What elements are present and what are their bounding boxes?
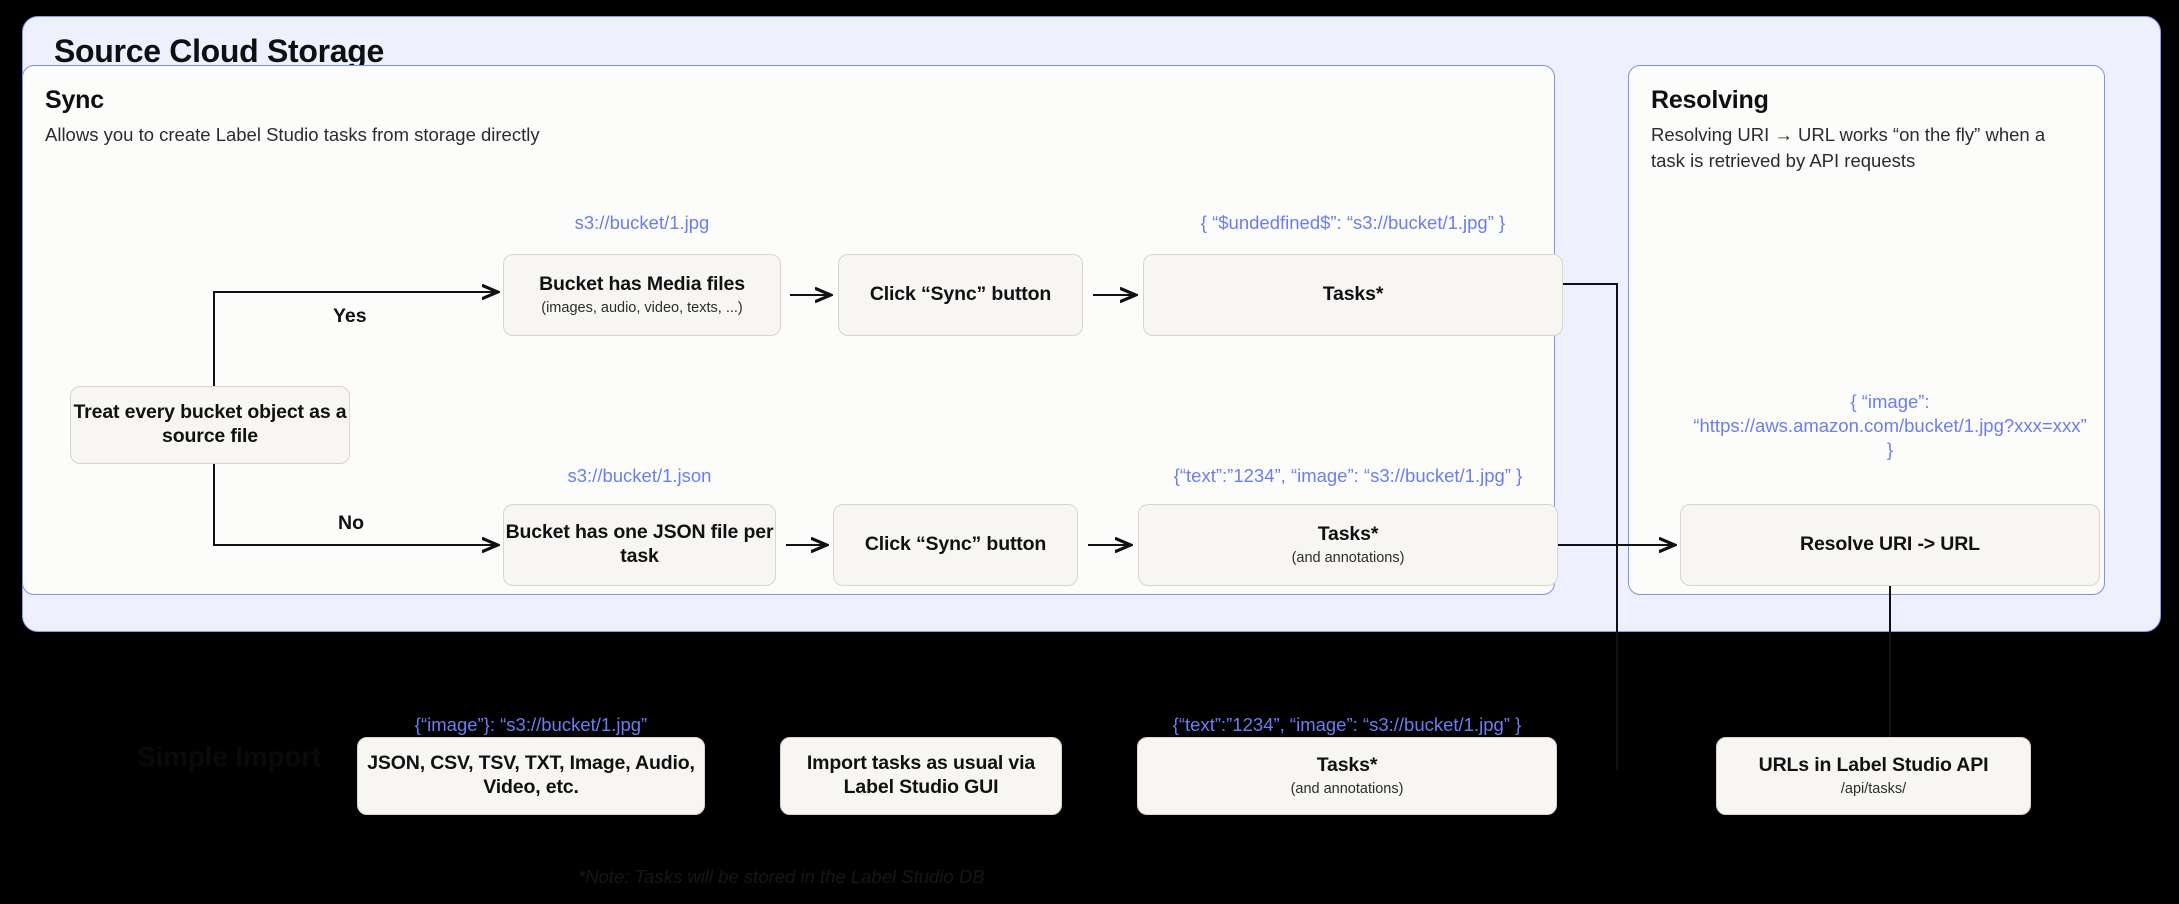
node-sublabel: /api/tasks/ [1840, 780, 1907, 797]
sync-card-title: Sync [45, 86, 104, 114]
node-label: Resolve URI -> URL [1800, 533, 1980, 556]
node-import-tasks-via-gui[interactable]: Import tasks as usual via Label Studio G… [780, 737, 1062, 815]
node-supported-formats[interactable]: JSON, CSV, TSV, TXT, Image, Audio, Video… [357, 737, 705, 815]
node-label: Tasks* [1316, 753, 1378, 776]
resolving-card-subtitle: Resolving URI → URL works “on the fly” w… [1651, 124, 2046, 172]
node-tasks-yes[interactable]: Tasks* [1143, 254, 1563, 336]
node-sublabel: (images, audio, video, texts, ...) [541, 299, 743, 316]
node-urls-in-label-studio-api[interactable]: URLs in Label Studio API /api/tasks/ [1716, 737, 2031, 815]
node-sublabel: (and annotations) [1290, 780, 1404, 797]
annotation-s3-jpg-uri: s3://bucket/1.jpg [574, 212, 710, 233]
node-bucket-has-media-files[interactable]: Bucket has Media files (images, audio, v… [503, 254, 781, 336]
node-label: JSON, CSV, TSV, TXT, Image, Audio, Video… [367, 752, 695, 798]
annotation-resolved-url: { “image”: “https://aws.amazon.com/bucke… [1693, 391, 2087, 461]
footnote: *Note: Tasks will be stored in the Label… [578, 866, 985, 887]
node-click-sync-button-yes[interactable]: Click “Sync” button [838, 254, 1083, 336]
branch-label-no: No [338, 512, 364, 534]
node-label: Click “Sync” button [864, 533, 1047, 556]
sync-card-subtitle: Allows you to create Label Studio tasks … [45, 124, 540, 145]
annotation-image-payload: {“image”}: “s3://bucket/1.jpg” [414, 714, 648, 735]
node-label: Bucket has Media files [539, 272, 745, 295]
node-click-sync-button-no[interactable]: Click “Sync” button [833, 504, 1078, 586]
node-treat-bucket-object[interactable]: Treat every bucket object as a source fi… [70, 386, 350, 464]
node-label: Bucket has one JSON file per task [505, 521, 774, 567]
branch-label-yes: Yes [333, 305, 367, 327]
node-bucket-has-json-per-task[interactable]: Bucket has one JSON file per task [503, 504, 776, 586]
node-label: URLs in Label Studio API [1758, 753, 1989, 776]
simple-import-title: Simple Import [137, 741, 322, 772]
node-tasks-imported[interactable]: Tasks* (and annotations) [1137, 737, 1557, 815]
node-label: Tasks* [1317, 522, 1379, 545]
node-label: Treat every bucket object as a source fi… [73, 401, 347, 447]
node-label: Click “Sync” button [869, 283, 1052, 306]
annotation-s3-json-uri: s3://bucket/1.json [567, 465, 712, 486]
annotation-undefined-payload: { “$undedfined$”: “s3://bucket/1.jpg” } [1200, 212, 1506, 233]
node-resolve-uri-to-url[interactable]: Resolve URI -> URL [1680, 504, 2100, 586]
node-label: Import tasks as usual via Label Studio G… [806, 752, 1036, 798]
annotation-import-payload: {“text”:”1234”, “image”: “s3://bucket/1.… [1172, 714, 1522, 735]
node-sublabel: (and annotations) [1291, 549, 1405, 566]
node-tasks-no[interactable]: Tasks* (and annotations) [1138, 504, 1558, 586]
resolving-card-title: Resolving [1651, 86, 1769, 114]
page-title: Source Cloud Storage [54, 33, 385, 69]
annotation-task-payload: {“text”:”1234”, “image”: “s3://bucket/1.… [1173, 465, 1523, 486]
node-label: Tasks* [1322, 283, 1384, 306]
